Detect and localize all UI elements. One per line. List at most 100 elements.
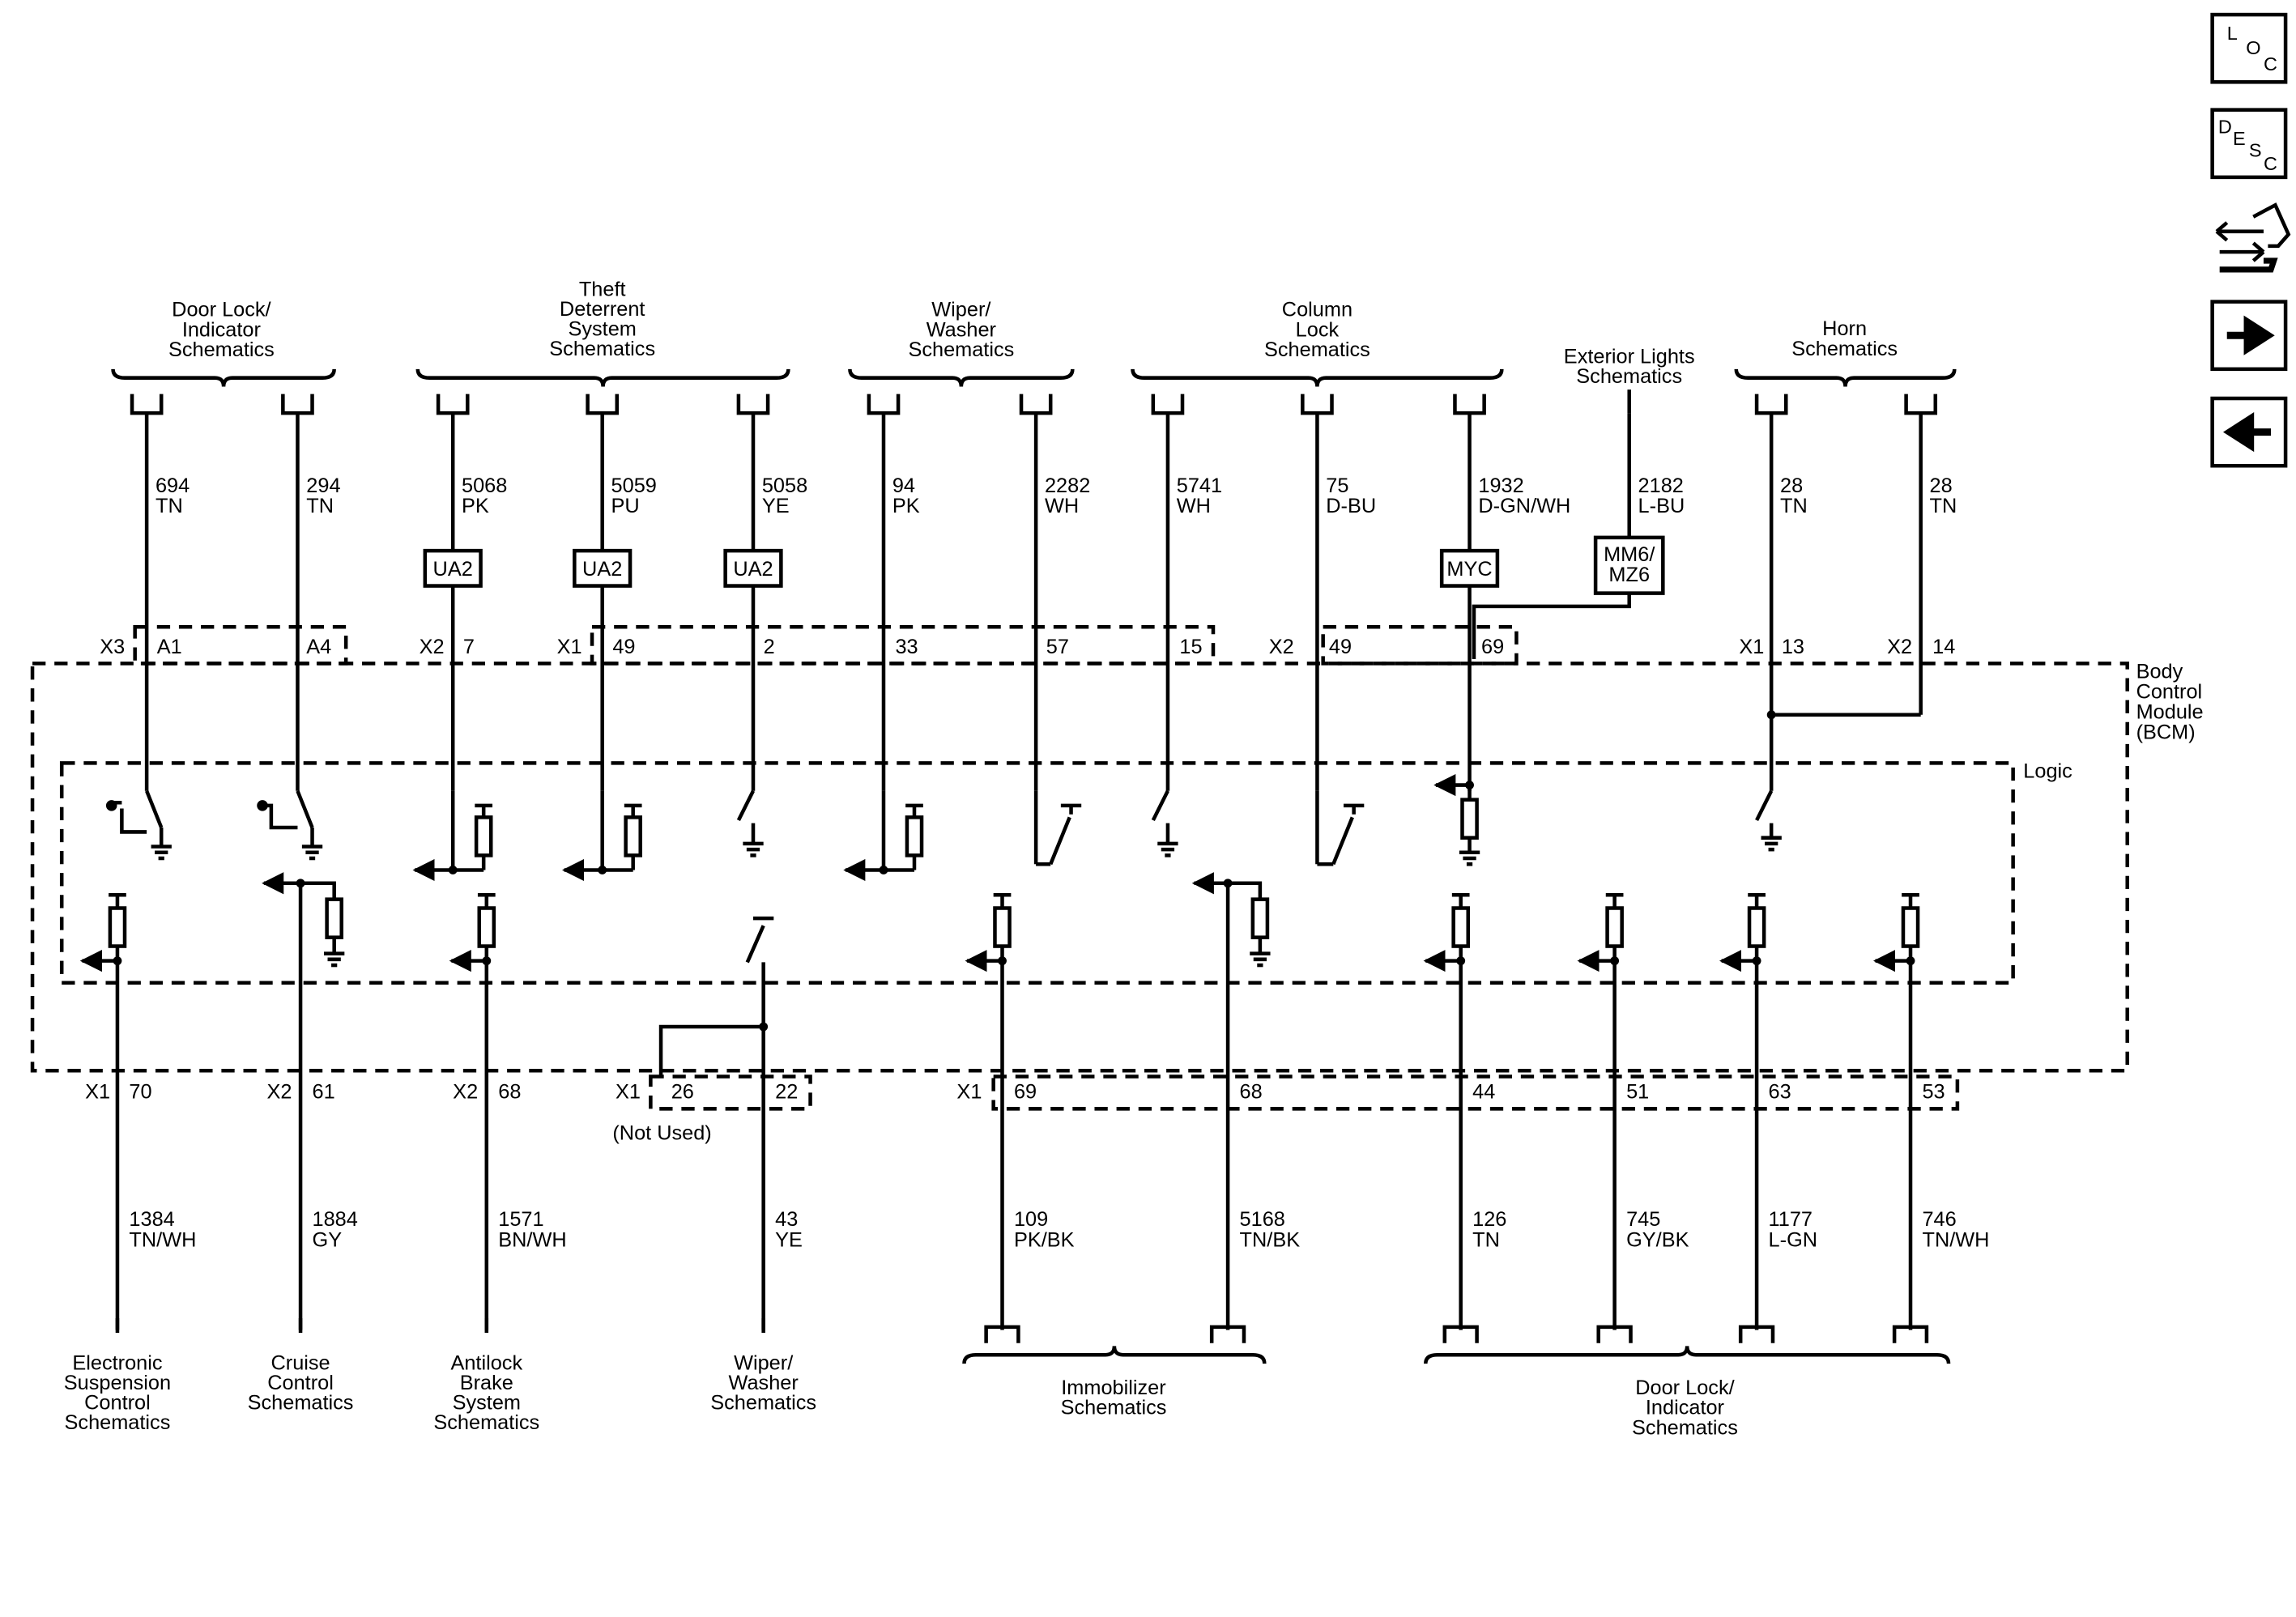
top-wire-color: WH (1045, 495, 1079, 517)
top-group-label-line: Lock (1296, 318, 1340, 341)
bottom-wire-color: GY (313, 1228, 343, 1251)
group-brace (848, 368, 1075, 387)
top-wire-circuit: 5068 (462, 474, 507, 497)
bottom-group-label-line: Immobilizer (1061, 1377, 1166, 1399)
pin-label: X1 (956, 1081, 982, 1104)
connector-terminal-icon (1738, 1325, 1775, 1343)
bottom-wire-circuit: 126 (1472, 1208, 1506, 1231)
connector-terminal-icon (1301, 394, 1334, 415)
junction-dot (1766, 710, 1776, 720)
switch-icon (1331, 816, 1354, 866)
pin-label: 51 (1626, 1081, 1649, 1104)
pin-label: 69 (1481, 636, 1504, 658)
top-group-label-line: Door Lock/ (172, 299, 271, 321)
connector-terminal-icon (1754, 394, 1788, 415)
pin-label: 15 (1179, 636, 1202, 658)
not-used-label: (Not Used) (612, 1121, 711, 1144)
loc-button[interactable] (2211, 15, 2285, 83)
connector-terminal-icon (281, 394, 314, 415)
top-wire-circuit: 75 (1326, 474, 1348, 497)
bottom-wire-circuit: 109 (1014, 1208, 1048, 1231)
resistor-icon (1250, 897, 1270, 939)
pin-label: 7 (463, 636, 475, 658)
top-wire-color: L-BU (1638, 495, 1685, 517)
connector-x2-top (1321, 624, 1519, 666)
top-wire-circuit: 5059 (611, 474, 657, 497)
top-wire-circuit: 28 (1780, 474, 1803, 497)
bottom-group-label-line: Schematics (710, 1392, 816, 1415)
wire (300, 881, 336, 900)
connector-label: 63 (1769, 1081, 1791, 1104)
connector-terminal-icon (586, 394, 620, 415)
resistor-icon (108, 906, 127, 948)
connector-view-button[interactable] (2211, 204, 2285, 282)
bottom-group-label-line: Door Lock/ (1635, 1377, 1735, 1399)
previous-arrow-icon (2222, 412, 2272, 453)
top-group-label-line: Schematics (549, 338, 655, 360)
top-group-label-line: Schematics (1791, 338, 1898, 360)
module-name-line: Control (2136, 680, 2203, 703)
connector-label: X2 (420, 636, 445, 658)
option-box (1439, 548, 1500, 588)
bottom-wire-circuit: 5168 (1240, 1208, 1285, 1231)
resistor-icon (325, 897, 343, 939)
connector-terminal-icon (1442, 1325, 1479, 1343)
pin-label: 2 (764, 636, 775, 658)
group-brace (1734, 368, 1957, 387)
connector-terminal-icon (1892, 1325, 1929, 1343)
connector-label: X2 (266, 1081, 292, 1104)
module-name-line: Module (2136, 700, 2204, 723)
connector-terminal-icon (130, 394, 164, 415)
top-group-label-line: Horn (1822, 317, 1867, 340)
next-button[interactable] (2211, 300, 2285, 368)
pin-label: 49 (612, 636, 635, 658)
top-wire-circuit: 1932 (1478, 474, 1523, 497)
resistor-icon (474, 815, 493, 857)
bottom-group-label-line: Control (84, 1392, 151, 1415)
top-group-label-line: Exterior Lights (1564, 346, 1695, 368)
connector-label: X1 (1739, 636, 1764, 658)
module-name-line: (BCM) (2136, 721, 2196, 743)
pin-label: 53 (1922, 1081, 1945, 1104)
loc-letter: C (2264, 53, 2277, 74)
top-wire-color: PK (892, 495, 920, 517)
top-wire-circuit: 294 (306, 474, 340, 497)
loc-letter: L (2227, 23, 2238, 44)
option-label: UA2 (582, 558, 622, 581)
bottom-group-label-line: Suspension (64, 1372, 171, 1394)
resistor-icon (477, 906, 496, 948)
top-wire-color: PK (462, 495, 489, 517)
switch-contact-icon (105, 800, 117, 811)
pin-label: 33 (895, 636, 918, 658)
connector-x1-bottom (991, 1074, 1960, 1111)
wire (1228, 881, 1263, 900)
connector-label: X1 (557, 636, 582, 658)
connector-terminal-icon (867, 394, 901, 415)
resistor-icon (993, 906, 1012, 948)
top-group-label-line: Wiper/ (931, 299, 991, 321)
top-group-label-line: Indicator (182, 318, 262, 341)
connector-x1-wiper (649, 1074, 812, 1111)
connector-terminal-icon (736, 394, 770, 415)
option-box (423, 548, 483, 588)
connector-label: X1 (85, 1081, 110, 1104)
previous-button[interactable] (2211, 395, 2285, 463)
top-wire-circuit: 2182 (1638, 474, 1684, 497)
switch-icon (145, 789, 164, 828)
connector-view-icon (2252, 202, 2291, 249)
resistor-icon (624, 815, 642, 857)
top-group-label-line: Column (1282, 299, 1352, 321)
desc-letter: D (2218, 117, 2232, 138)
desc-button[interactable] (2211, 109, 2285, 177)
connector-terminal-icon (1209, 1325, 1246, 1343)
bottom-group-label-line: Schematics (1632, 1416, 1738, 1439)
connector-view-icon (2219, 241, 2265, 262)
pin-label: 49 (1329, 636, 1352, 658)
group-brace (415, 368, 790, 387)
top-wire-circuit: 5058 (762, 474, 807, 497)
next-arrow-icon (2210, 300, 2288, 372)
connector-x3 (133, 624, 348, 666)
group-brace (111, 368, 336, 387)
top-wire-circuit: 2282 (1045, 474, 1090, 497)
bottom-wire-color: TN/WH (129, 1228, 196, 1251)
